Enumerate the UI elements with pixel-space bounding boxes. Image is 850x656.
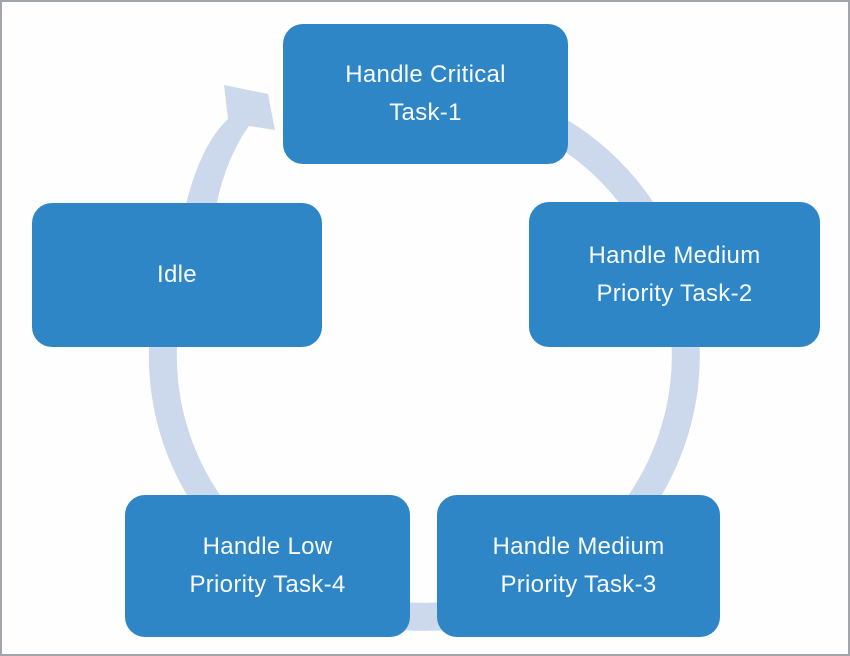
node-label-line: Handle Critical [345,61,506,88]
node-label-line: Handle Low [202,533,333,560]
node-label-line: Task-1 [389,99,462,126]
node-handle-critical-task-1[interactable]: Handle Critical Task-1 [283,24,568,164]
cycle-arrowhead-icon [183,85,275,218]
node-handle-low-priority-task-4[interactable]: Handle Low Priority Task-4 [125,495,410,637]
node-label-line: Idle [157,261,197,288]
node-idle[interactable]: Idle [32,203,322,347]
node-label-line: Handle Medium [588,241,761,269]
node-label-line: Priority Task-2 [596,279,753,307]
node-label-line: Priority Task-4 [189,571,346,598]
node-label-line: Handle Medium [492,533,665,560]
node-label-line: Priority Task-3 [500,571,657,598]
node-handle-medium-priority-task-3[interactable]: Handle Medium Priority Task-3 [437,495,720,637]
node-handle-medium-priority-task-2[interactable]: Handle Medium Priority Task-2 [529,202,820,347]
